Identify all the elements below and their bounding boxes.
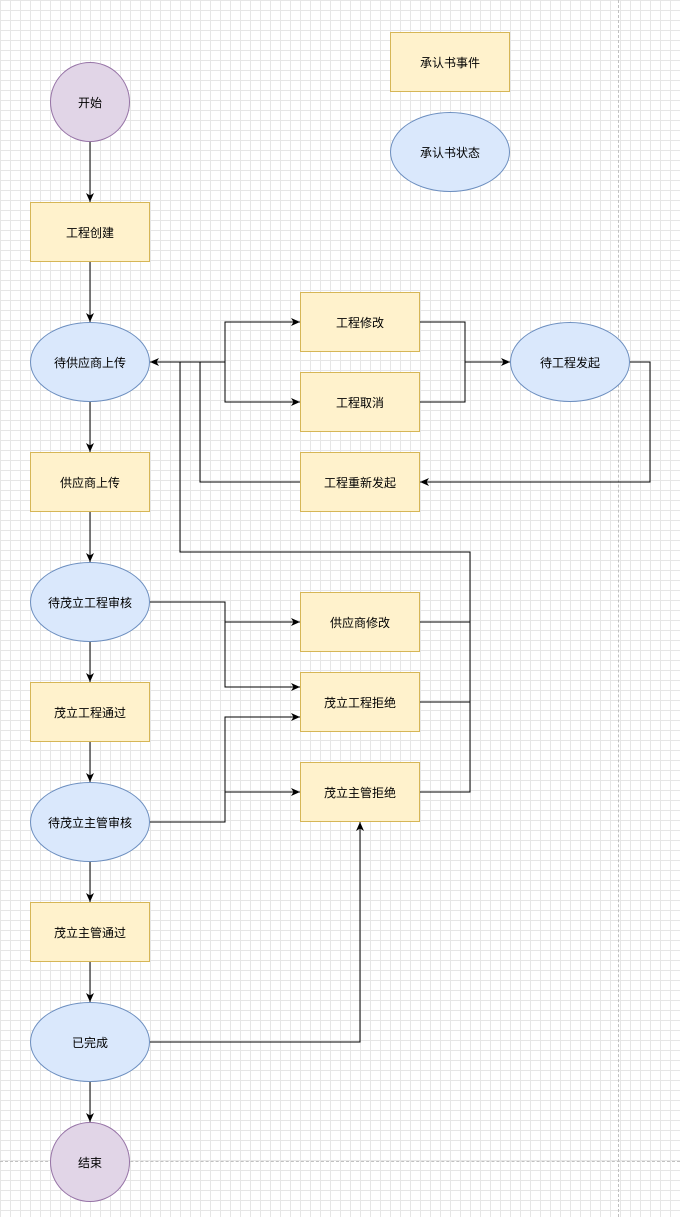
edge-wait-upload-to-cancel bbox=[224, 362, 300, 406]
legend-event-label: 承认书事件 bbox=[419, 55, 480, 70]
edge-cancel-to-wait-initiate bbox=[420, 362, 466, 403]
legend-event-box: 承认书事件 bbox=[390, 32, 510, 92]
node-end: 结束 bbox=[50, 1122, 130, 1202]
legend-state-ellipse: 承认书状态 bbox=[390, 112, 510, 192]
node-wait-manager-review-label: 待茂立主管审核 bbox=[47, 815, 132, 830]
node-start-label: 开始 bbox=[77, 95, 102, 110]
node-supplier-modify-label: 供应商修改 bbox=[329, 615, 390, 630]
node-create-project-label: 工程创建 bbox=[65, 225, 114, 240]
node-supplier-upload: 供应商上传 bbox=[30, 452, 150, 512]
edge-wait-manager-to-project-reject bbox=[150, 713, 300, 823]
node-project-approve: 茂立工程通过 bbox=[30, 682, 150, 742]
node-project-reject-label: 茂立工程拒绝 bbox=[323, 695, 396, 710]
edge-wait-project-review-to-project-reject bbox=[224, 622, 300, 691]
node-wait-project-initiate-label: 待工程发起 bbox=[539, 355, 600, 370]
node-wait-project-initiate: 待工程发起 bbox=[510, 322, 630, 402]
node-project-cancel: 工程取消 bbox=[300, 372, 420, 432]
node-end-label: 结束 bbox=[77, 1155, 102, 1170]
node-start: 开始 bbox=[50, 62, 130, 142]
node-supplier-modify: 供应商修改 bbox=[300, 592, 420, 652]
edge-completed-to-manager-reject bbox=[150, 822, 364, 1043]
node-create-project: 工程创建 bbox=[30, 202, 150, 262]
page-break-vertical bbox=[618, 0, 619, 1217]
edge-wait-upload-to-modify bbox=[150, 318, 300, 363]
node-project-cancel-label: 工程取消 bbox=[335, 395, 384, 410]
edge-reinitiate-to-wait-upload bbox=[150, 358, 300, 483]
node-project-reinitiate: 工程重新发起 bbox=[300, 452, 420, 512]
node-project-approve-label: 茂立工程通过 bbox=[53, 705, 126, 720]
edge-rejects-to-wait-upload bbox=[179, 362, 471, 623]
node-manager-reject-label: 茂立主管拒绝 bbox=[323, 785, 396, 800]
node-wait-project-review-label: 待茂立工程审核 bbox=[47, 595, 132, 610]
node-manager-approve: 茂立主管通过 bbox=[30, 902, 150, 962]
edge-manager-reject-merge bbox=[420, 702, 471, 793]
legend-state-label: 承认书状态 bbox=[419, 145, 480, 160]
node-completed: 已完成 bbox=[30, 1002, 150, 1082]
node-completed-label: 已完成 bbox=[71, 1035, 108, 1050]
edge-wait-initiate-to-reinitiate bbox=[420, 361, 651, 486]
edge-modify-to-wait-initiate bbox=[420, 321, 510, 366]
node-wait-supplier-upload-label: 待供应商上传 bbox=[53, 355, 126, 370]
node-wait-manager-review: 待茂立主管审核 bbox=[30, 782, 150, 862]
page-break-horizontal bbox=[0, 1161, 680, 1162]
edge-wait-project-review-to-supplier-modify bbox=[150, 601, 300, 626]
node-project-modify: 工程修改 bbox=[300, 292, 420, 352]
node-manager-reject: 茂立主管拒绝 bbox=[300, 762, 420, 822]
node-project-reject: 茂立工程拒绝 bbox=[300, 672, 420, 732]
node-manager-approve-label: 茂立主管通过 bbox=[53, 925, 126, 940]
node-wait-project-review: 待茂立工程审核 bbox=[30, 562, 150, 642]
node-wait-supplier-upload: 待供应商上传 bbox=[30, 322, 150, 402]
node-supplier-upload-label: 供应商上传 bbox=[59, 475, 120, 490]
edge-project-reject-merge bbox=[420, 622, 471, 703]
node-project-reinitiate-label: 工程重新发起 bbox=[323, 475, 396, 490]
node-project-modify-label: 工程修改 bbox=[335, 315, 384, 330]
